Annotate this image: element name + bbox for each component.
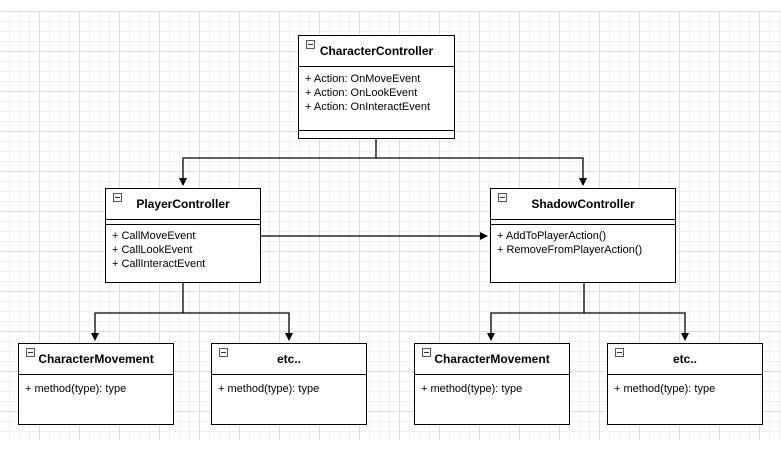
member-line: + AddToPlayerAction() [497,230,607,242]
class-box-player-controller[interactable]: PlayerController + CallMoveEvent + CallL… [105,188,261,283]
member-line: + CallLookEvent [112,244,193,256]
member-line: + Action: OnInteractEvent [305,101,431,113]
section-separator [106,224,260,225]
class-members: + CallMoveEvent + CallLookEvent + CallIn… [106,220,260,271]
collapse-icon[interactable] [26,348,35,357]
top-margin [0,0,781,11]
class-header: CharacterMovement [19,344,173,375]
class-header: etc.. [212,344,366,375]
class-box-shadow-etc[interactable]: etc.. + method(type): type [607,343,763,425]
collapse-icon[interactable] [113,193,122,202]
connector-character-to-player [179,139,377,186]
class-members: + method(type): type [608,375,762,396]
class-box-player-character-movement[interactable]: CharacterMovement + method(type): type [18,343,174,425]
class-header: etc.. [608,344,762,375]
class-name: CharacterController [319,44,434,58]
connector-shadow-to-etc [584,312,689,341]
class-name: CharacterMovement [38,352,154,366]
class-members: + method(type): type [212,375,366,396]
class-name: CharacterMovement [434,352,550,366]
class-members: + AddToPlayerAction() + RemoveFromPlayer… [491,220,675,257]
class-header: ShadowController [491,189,675,220]
class-members: + Action: OnMoveEvent + Action: OnLookEv… [299,67,454,114]
collapse-icon[interactable] [219,348,228,357]
class-name: etc.. [276,352,301,366]
member-line: + RemoveFromPlayerAction() [497,244,643,256]
bottom-margin [0,440,781,450]
class-box-shadow-character-movement[interactable]: CharacterMovement + method(type): type [414,343,570,425]
section-separator [299,130,454,131]
class-box-player-etc[interactable]: etc.. + method(type): type [211,343,367,425]
connector-shadow-to-movement [487,283,585,341]
class-members: + method(type): type [415,375,569,396]
member-line: + Action: OnLookEvent [305,87,418,99]
connector-player-to-etc [183,312,293,341]
member-line: + method(type): type [25,383,127,395]
section-separator [491,224,675,225]
class-box-character-controller[interactable]: CharacterController + Action: OnMoveEven… [298,35,455,139]
connector-player-to-movement [91,283,184,341]
collapse-icon[interactable] [306,40,315,49]
class-header: CharacterMovement [415,344,569,375]
class-header: CharacterController [299,36,454,67]
member-line: + method(type): type [218,383,320,395]
connector-character-to-shadow [376,157,587,186]
member-line: + CallMoveEvent [112,230,196,242]
class-members: + method(type): type [19,375,173,396]
class-name: etc.. [672,352,697,366]
class-name: ShadowController [531,197,635,211]
member-line: + method(type): type [421,383,523,395]
collapse-icon[interactable] [422,348,431,357]
class-header: PlayerController [106,189,260,220]
class-box-shadow-controller[interactable]: ShadowController + AddToPlayerAction() +… [490,188,676,283]
class-name: PlayerController [136,197,230,211]
member-line: + Action: OnMoveEvent [305,73,421,85]
member-line: + CallInteractEvent [112,258,206,270]
collapse-icon[interactable] [498,193,507,202]
collapse-icon[interactable] [615,348,624,357]
member-line: + method(type): type [614,383,716,395]
